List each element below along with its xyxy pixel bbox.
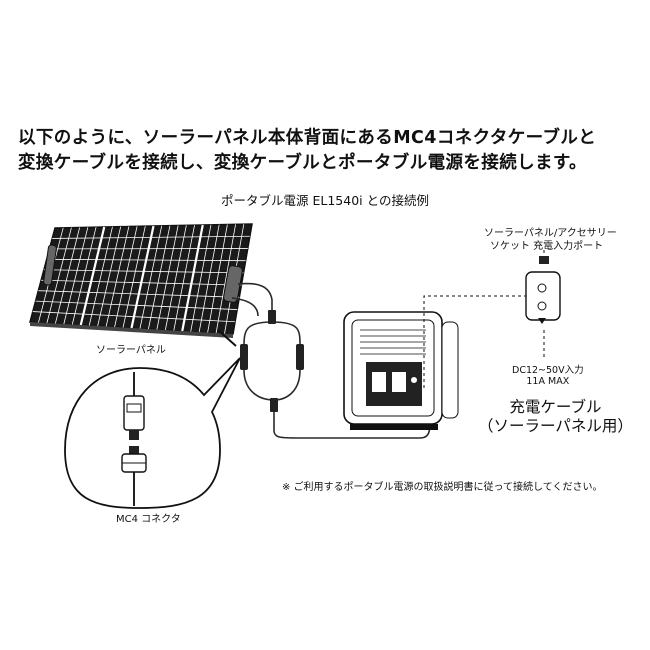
panel-cell-line bbox=[88, 226, 113, 326]
panel-cell-line bbox=[148, 225, 171, 330]
intro-line-1: 以下のように、ソーラーパネル本体背面にあるMC4コネクタケーブルと bbox=[18, 128, 597, 148]
charge-port-label-line-2: ソケット 充電入力ポート bbox=[490, 241, 604, 252]
panel-cell-line bbox=[181, 224, 204, 332]
input-spec-line-1: DC12~50V入力 bbox=[512, 365, 584, 376]
portable-power-station-illustration bbox=[343, 311, 459, 430]
panel-cell-line bbox=[63, 227, 89, 325]
panel-cell-line bbox=[190, 224, 212, 332]
panel-cell-line bbox=[43, 269, 244, 274]
panel-cell-line bbox=[164, 225, 187, 331]
solar-panel-label: ソーラーパネル bbox=[96, 345, 166, 356]
panel-cell-line bbox=[54, 227, 81, 324]
panel-cell-line bbox=[207, 224, 228, 333]
panel-cell-line bbox=[71, 227, 97, 325]
input-spec-label: DC12~50V入力 11A MAX bbox=[512, 365, 584, 387]
panel-cell-line bbox=[35, 300, 238, 310]
diagram-title: ポータブル電源 EL1540i との接続例 bbox=[221, 193, 429, 208]
charge-port-label-line-1: ソーラーパネル/アクセサリー bbox=[484, 228, 617, 239]
panel-cell-line bbox=[198, 224, 220, 333]
panel-cell-line bbox=[105, 226, 130, 327]
intro-line-2: 変換ケーブルを接続し、変換ケーブルとポータブル電源を接続します。 bbox=[18, 153, 587, 173]
panel-cell-line bbox=[156, 225, 179, 330]
panel-cell-line bbox=[52, 235, 250, 239]
panel-cell-line bbox=[32, 311, 236, 323]
charge-port-illustration bbox=[525, 256, 561, 324]
charge-cable-label-line-2: （ソーラーパネル用） bbox=[478, 417, 633, 435]
mc4-connector-label: MC4 コネクタ bbox=[116, 514, 181, 525]
panel-cell-line bbox=[97, 226, 122, 327]
solar-panel-illustration bbox=[29, 223, 253, 347]
intro-text: 以下のように、ソーラーパネル本体背面にあるMC4コネクタケーブルと 変換ケーブル… bbox=[18, 126, 596, 176]
panel-cell-line bbox=[173, 225, 195, 331]
panel-cell-line bbox=[46, 227, 72, 324]
panel-cell-line bbox=[114, 226, 138, 328]
mc4-zoom-callout bbox=[64, 357, 241, 509]
charge-port-label: ソーラーパネル/アクセサリー ソケット 充電入力ポート bbox=[484, 227, 617, 253]
panel-cell-line bbox=[38, 290, 240, 298]
panel-cell-line bbox=[215, 224, 236, 334]
usage-note: ※ ご利用するポータブル電源の取扱説明書に従って接続してください。 bbox=[282, 482, 603, 493]
charge-cable-label: 充電ケーブル （ソーラーパネル用） bbox=[478, 398, 633, 436]
panel-cell-line bbox=[46, 258, 246, 262]
panel-cell-line bbox=[41, 279, 242, 286]
input-spec-line-2: 11A MAX bbox=[526, 376, 570, 387]
panel-cell-line bbox=[139, 225, 163, 329]
panel-cell-line bbox=[79, 226, 106, 326]
panel-cell-line bbox=[130, 225, 155, 329]
charge-cable-label-line-1: 充電ケーブル bbox=[509, 398, 602, 416]
panel-cell-line bbox=[122, 226, 146, 328]
